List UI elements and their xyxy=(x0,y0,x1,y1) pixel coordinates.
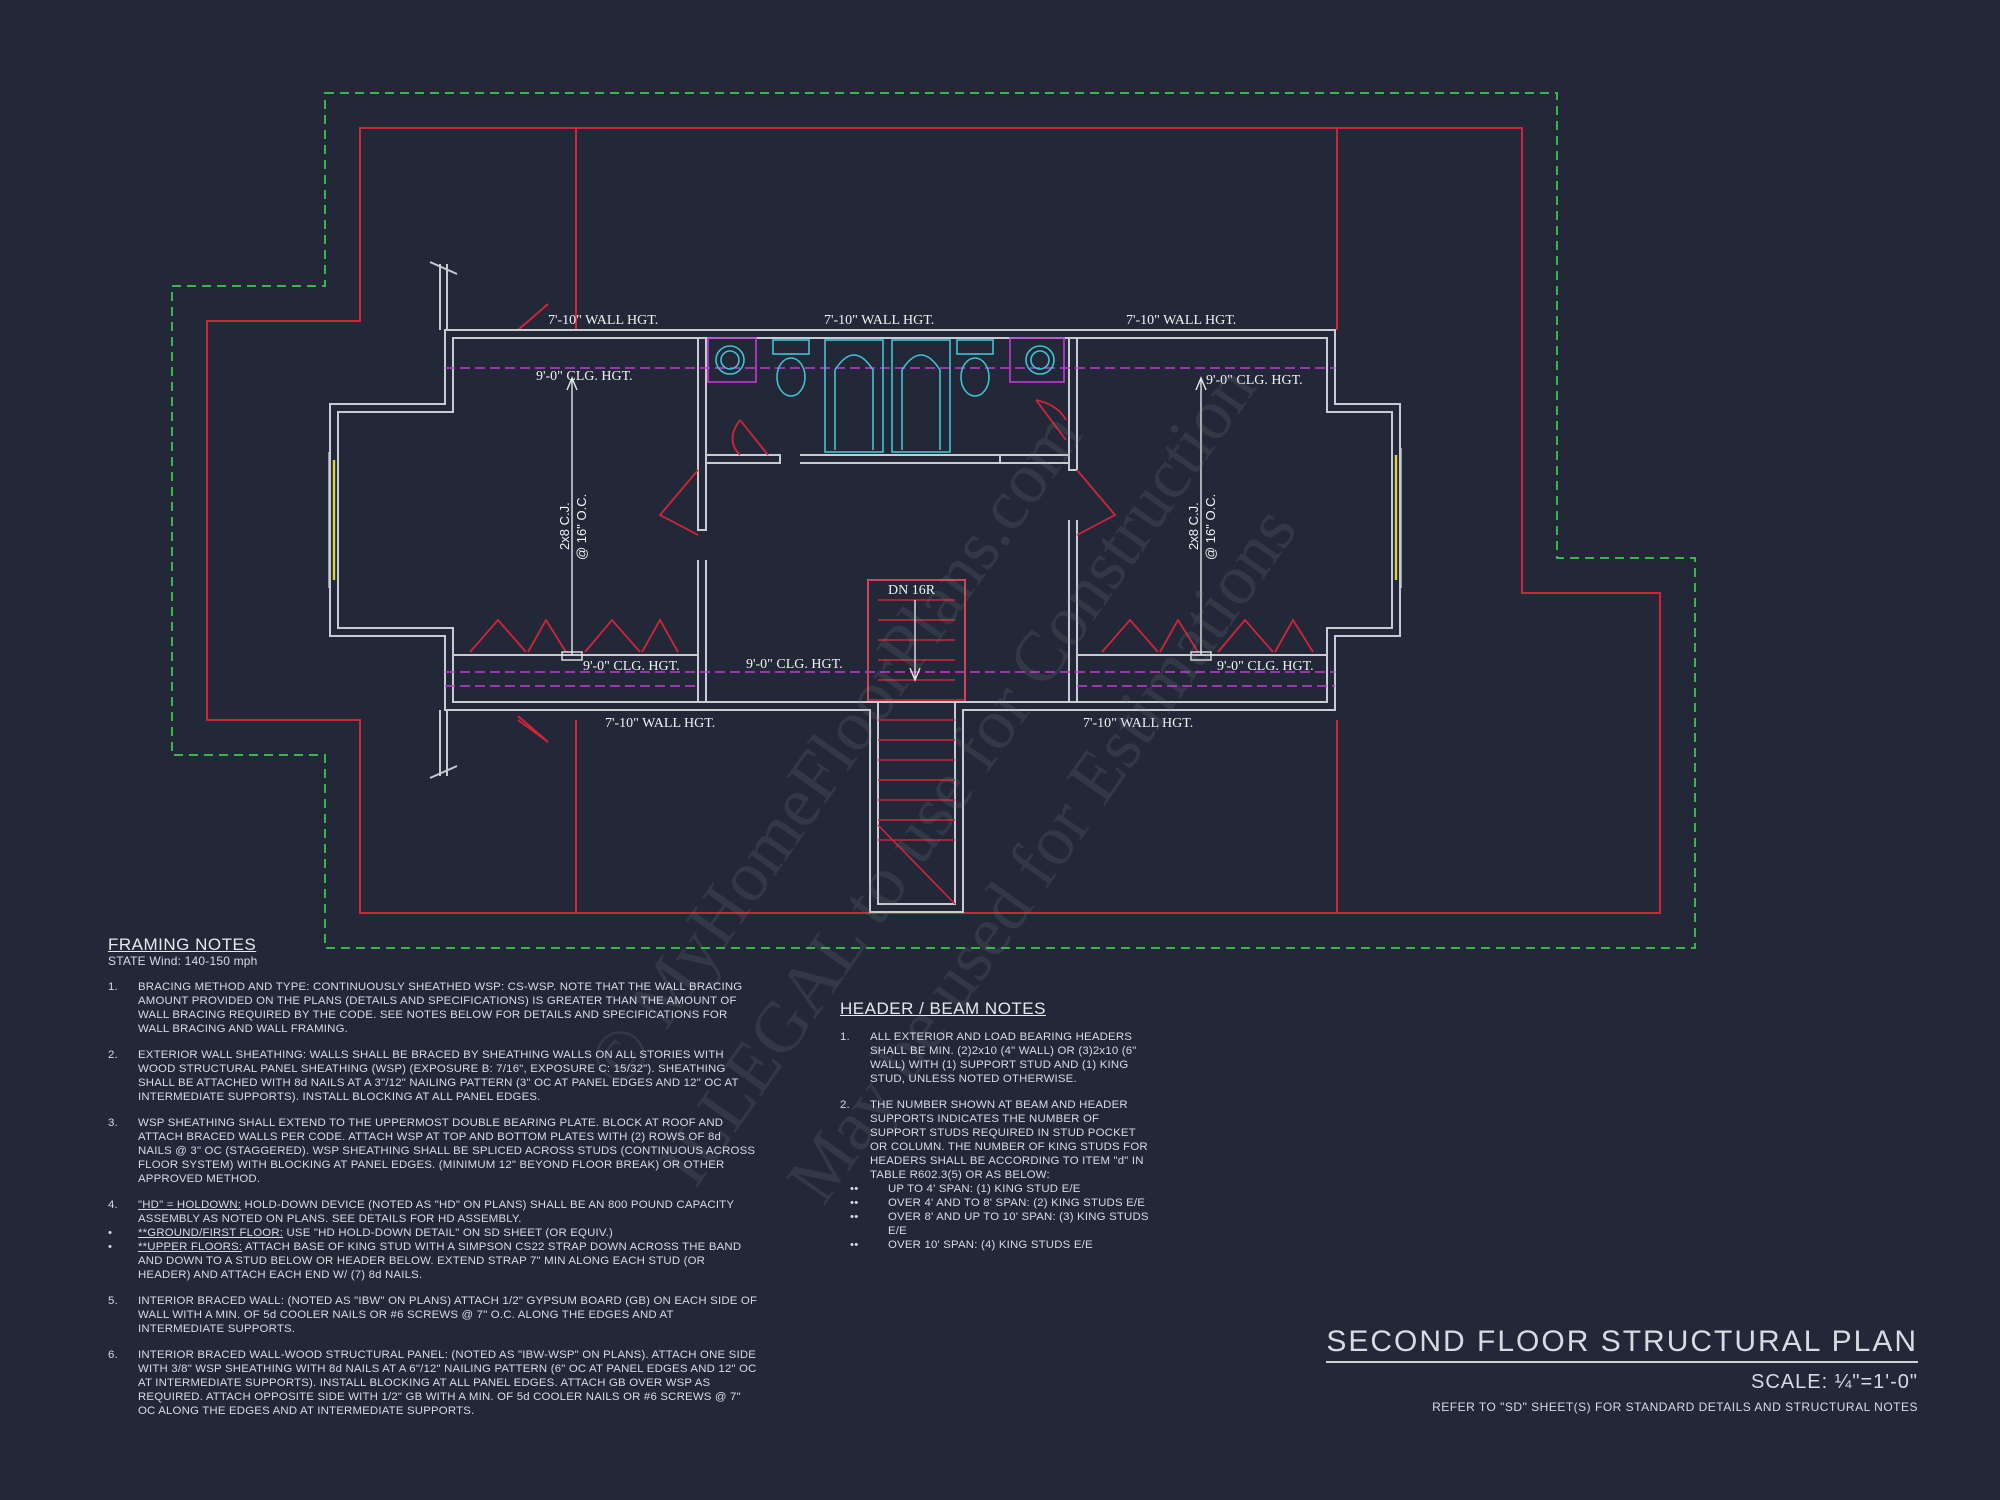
joist-spacing-label: @ 16" O.C. xyxy=(1203,494,1218,560)
wall-height-label: 7'-10" WALL HGT. xyxy=(1083,716,1193,731)
overhang-outline xyxy=(171,92,1696,949)
header-sub-item: ••OVER 4' AND TO 8' SPAN: (2) KING STUDS… xyxy=(850,1197,1146,1209)
bath-fixtures xyxy=(707,337,1065,453)
joist-label: 2x8 C.J. xyxy=(557,502,572,550)
drawing-reference: REFER TO "SD" SHEET(S) FOR STANDARD DETA… xyxy=(1432,1400,1918,1414)
header-note: 2.THE NUMBER SHOWN AT BEAM AND HEADER SU… xyxy=(840,1099,1148,1181)
joist-arrows xyxy=(561,376,1212,661)
joist-spacing-label: @ 16" O.C. xyxy=(574,494,589,560)
wall-height-label: 7'-10" WALL HGT. xyxy=(1126,313,1236,328)
header-sub-item: ••OVER 8' AND UP TO 10' SPAN: (3) KING S… xyxy=(850,1211,1149,1237)
framing-note: 4."HD" = HOLDOWN: HOLD-DOWN DEVICE (NOTE… xyxy=(108,1199,734,1225)
framing-bullet: •**UPPER FLOORS: ATTACH BASE OF KING STU… xyxy=(108,1241,742,1281)
framing-notes-title: FRAMING NOTES xyxy=(108,935,257,954)
ceiling-height-label: 9'-0" CLG. HGT. xyxy=(1206,373,1303,388)
joist-label: 2x8 C.J. xyxy=(1186,502,1201,550)
roof-outline xyxy=(206,127,1661,914)
windows xyxy=(332,455,1398,580)
title-block: SECOND FLOOR STRUCTURAL PLAN SCALE: ¼"=1… xyxy=(1326,1325,1918,1414)
header-sub-item: ••UP TO 4' SPAN: (1) KING STUD E/E xyxy=(850,1183,1081,1195)
header-sub-item: ••OVER 10' SPAN: (4) KING STUDS E/E xyxy=(850,1239,1093,1251)
roof-ridge-lines xyxy=(517,128,1338,913)
ceiling-height-label: 9'-0" CLG. HGT. xyxy=(1217,659,1314,674)
framing-note: 5.INTERIOR BRACED WALL: (NOTED AS "IBW" … xyxy=(108,1295,758,1335)
ceiling-height-label: 9'-0" CLG. HGT. xyxy=(536,369,633,384)
ceiling-height-label: 9'-0" CLG. HGT. xyxy=(746,657,843,672)
framing-note: 2.EXTERIOR WALL SHEATHING: WALLS SHALL B… xyxy=(108,1049,739,1103)
framing-note: 1.BRACING METHOD AND TYPE: CONTINUOUSLY … xyxy=(108,981,743,1035)
stair-arrow xyxy=(909,600,921,682)
ceiling-height-label: 9'-0" CLG. HGT. xyxy=(583,659,680,674)
framing-notes: FRAMING NOTES STATE Wind: 140-150 mph 1.… xyxy=(108,935,758,1430)
framing-bullet: •**GROUND/FIRST FLOOR: USE "HD HOLD-DOWN… xyxy=(108,1227,614,1239)
wall-height-label: 7'-10" WALL HGT. xyxy=(548,313,658,328)
framing-note: 3.WSP SHEATHING SHALL EXTEND TO THE UPPE… xyxy=(108,1117,756,1185)
header-notes-title: HEADER / BEAM NOTES xyxy=(840,999,1046,1018)
drawing-scale: SCALE: ¼"=1'-0" xyxy=(1751,1371,1918,1393)
wall-height-label: 7'-10" WALL HGT. xyxy=(824,313,934,328)
stair-label: DN 16R xyxy=(888,583,936,598)
wall-height-label: 7'-10" WALL HGT. xyxy=(605,716,715,731)
stair xyxy=(867,579,966,905)
framing-note: 6.INTERIOR BRACED WALL-WOOD STRUCTURAL P… xyxy=(108,1349,757,1417)
header-note: 1.ALL EXTERIOR AND LOAD BEARING HEADERS … xyxy=(840,1031,1137,1085)
drawing-title: SECOND FLOOR STRUCTURAL PLAN xyxy=(1326,1325,1918,1363)
ceiling-lines xyxy=(445,367,1335,687)
window-frames xyxy=(328,448,1402,588)
framing-notes-subtitle: STATE Wind: 140-150 mph xyxy=(108,954,258,968)
header-beam-notes: HEADER / BEAM NOTES 1.ALL EXTERIOR AND L… xyxy=(840,999,1150,1252)
door-swings xyxy=(469,399,1314,743)
